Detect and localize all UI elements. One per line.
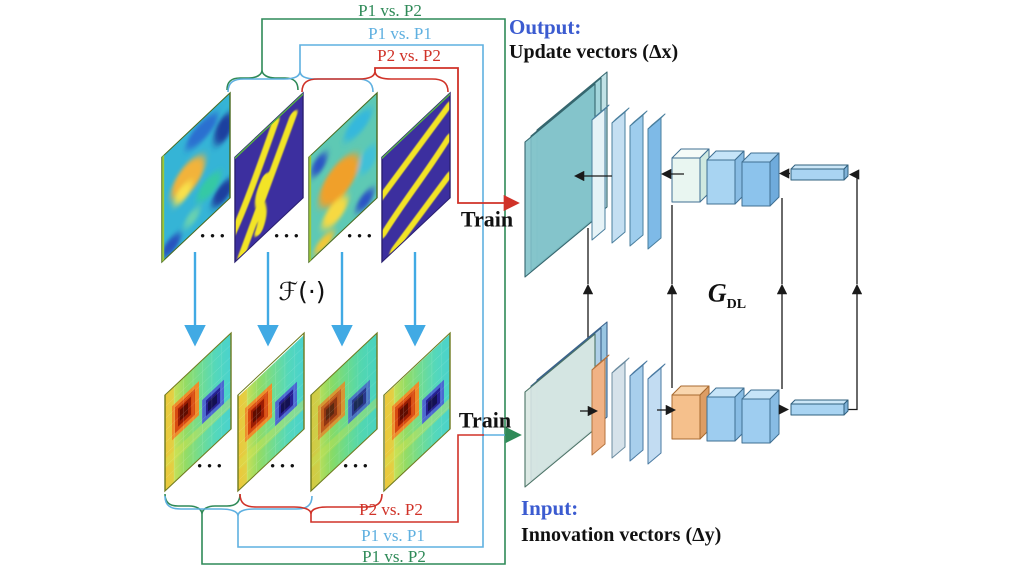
pairing-connector-p1-vs-p1-blue [164,44,505,548]
pair-label-p1-vs-p2-top: P1 vs. P2 [358,1,422,21]
ellipsis-top-1: • • • [200,228,226,244]
ellipsis-bottom-2: • • • [270,458,296,474]
output-title: Output: [509,15,582,39]
network-flow-arrows [573,168,790,417]
pair-label-p2-vs-p2-bottom: P2 vs. P2 [359,500,423,520]
output-subtitle: Update vectors (Δx) [509,41,679,63]
innovation-sheets-bottom-row [164,331,451,493]
decoder-feature-plates [524,71,608,278]
pair-label-p1-vs-p1-bottom: P1 vs. P1 [361,526,425,546]
train-label-top: Train [460,206,514,232]
decoder-network [524,71,849,278]
network-subscript: DL [726,296,747,312]
ellipsis-top-3: • • • [347,228,373,244]
input-title: Input: [521,496,579,520]
network-symbol: G [707,278,727,308]
encoder-latent-bar [790,399,849,416]
heatmap-sheet-3 [310,331,378,493]
heatmap-sheet-2 [237,331,305,493]
encoder-conv-slabs [591,354,666,465]
forward-operator-label: ℱ(·) [278,276,326,306]
sheet-p1-realization-a [161,91,231,264]
ellipsis-bottom-1: • • • [197,458,223,474]
heatmap-sheet-1 [164,331,232,493]
pair-label-p1-vs-p2-bottom: P1 vs. P2 [362,547,426,567]
pair-label-p2-vs-p2-top: P2 vs. P2 [377,46,441,66]
train-arrow-output [374,67,520,212]
input-subtitle: Innovation vectors (Δy) [521,524,722,546]
encoder-cubes [671,385,780,444]
decoder-conv-slabs [591,104,666,250]
train-label-bottom: Train [458,407,512,433]
ellipsis-bottom-3: • • • [343,458,369,474]
heatmap-sheet-4 [383,331,451,493]
pair-label-p1-vs-p1-top: P1 vs. P1 [368,24,432,44]
sheet-p1-realization-b [308,91,378,264]
network-operator-label: GDL [707,278,747,313]
parameter-sheets-top-row [161,91,451,264]
forward-model-arrows [184,252,426,347]
pairing-connector-p1-vs-p2-green [164,18,506,565]
decoder-latent-bar [790,164,849,181]
decoder-cubes [671,148,780,207]
sheet-p2-realization-a [234,91,304,264]
encoder-network [524,321,849,488]
sheet-p2-realization-b [381,91,451,264]
ellipsis-top-2: • • • [274,228,300,244]
